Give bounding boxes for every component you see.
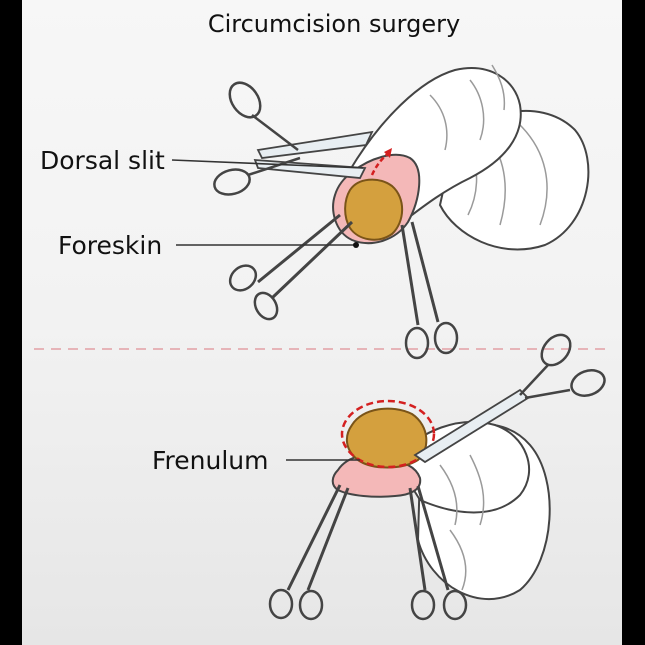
clamp-bottom-left-ring-a xyxy=(268,588,294,620)
foreskin-leader-dot xyxy=(353,242,359,248)
scissors-top-blade xyxy=(256,130,374,159)
figure-title: Circumcision surgery xyxy=(208,10,460,38)
label-frenulum: Frenulum xyxy=(152,446,269,475)
clamp-top-right-ring-a xyxy=(404,326,430,360)
scissors-bottom-ring-b xyxy=(570,369,606,397)
glans-top xyxy=(344,178,404,241)
clamp-bottom-right-ring-b xyxy=(442,589,468,621)
circumference-cut-marker xyxy=(340,399,436,469)
clamp-top-left-arms xyxy=(257,213,354,300)
clamp-top-right xyxy=(400,221,459,360)
scissors-top-handle xyxy=(247,114,301,177)
clamp-bottom-left-ring-b xyxy=(298,589,324,621)
dorsal-slit-arrowhead xyxy=(384,148,392,158)
clamp-bottom-left-arms xyxy=(286,484,350,591)
label-foreskin: Foreskin xyxy=(58,231,162,260)
label-dorsal-slit: Dorsal slit xyxy=(40,146,165,175)
scissors-top-ring-upper xyxy=(228,81,262,119)
scissors-bottom-ring-a xyxy=(540,333,572,367)
clamp-top-left xyxy=(228,213,354,321)
scissors-bottom-handle xyxy=(519,364,571,400)
clamp-top-left-ring-a xyxy=(228,264,258,292)
clamp-top-left-ring-b xyxy=(253,291,279,321)
step-one-illustration xyxy=(171,64,590,360)
scissors-top-ring-lower xyxy=(213,168,251,196)
clamp-bottom-right-arms xyxy=(408,485,450,591)
dorsal-slit-leader xyxy=(171,159,364,169)
shaft-top-folds xyxy=(429,64,506,151)
step-two-illustration xyxy=(268,333,606,621)
clamp-bottom-right xyxy=(408,485,468,621)
shaft-bottom xyxy=(393,420,530,514)
clamp-bottom-left xyxy=(268,484,350,621)
clamp-top-right-ring-b xyxy=(433,321,459,355)
scissors-bottom xyxy=(413,333,606,464)
shaft-bottom-folds xyxy=(439,454,485,591)
clamp-bottom-right-ring-a xyxy=(410,589,436,621)
clamp-top-right-arms xyxy=(400,221,440,326)
